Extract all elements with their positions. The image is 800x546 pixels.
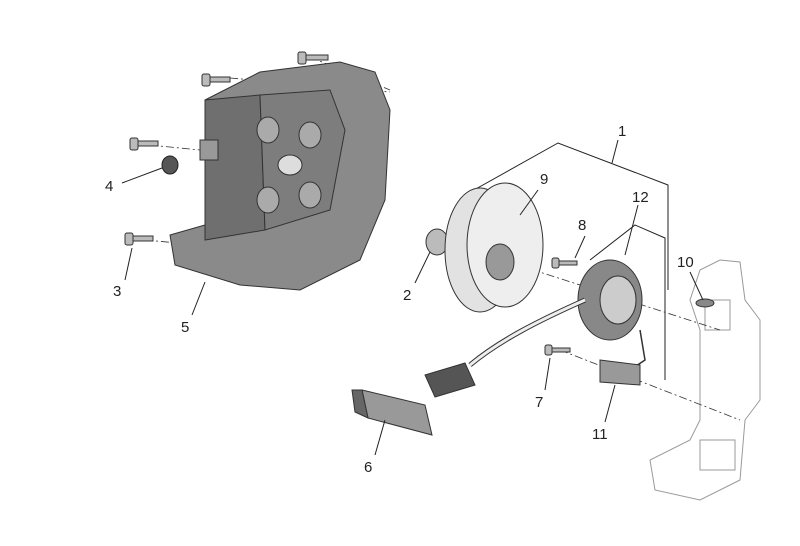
callout-2: 2 xyxy=(403,287,412,304)
leader-lines xyxy=(121,139,704,456)
callout-7: 7 xyxy=(535,394,544,411)
callout-10: 10 xyxy=(677,254,694,271)
callout-6: 6 xyxy=(364,459,373,476)
callout-3: 3 xyxy=(113,283,122,300)
connector xyxy=(424,362,476,398)
callout-12: 12 xyxy=(632,189,649,206)
stator xyxy=(577,259,643,341)
connector-cover xyxy=(351,389,433,436)
engine-case-outline xyxy=(649,259,761,501)
group-bracket-lines xyxy=(464,142,669,380)
screws xyxy=(124,51,578,356)
pickup-sensor xyxy=(599,359,641,386)
plug-part xyxy=(161,155,179,175)
callout-8: 8 xyxy=(578,217,587,234)
callout-11: 11 xyxy=(592,426,608,443)
callout-4: 4 xyxy=(105,178,114,195)
callout-9: 9 xyxy=(540,171,549,188)
callout-1: 1 xyxy=(618,123,627,140)
callout-5: 5 xyxy=(181,319,190,336)
flywheel-cover xyxy=(169,61,391,291)
key-part xyxy=(695,298,715,308)
flywheel xyxy=(444,182,544,313)
